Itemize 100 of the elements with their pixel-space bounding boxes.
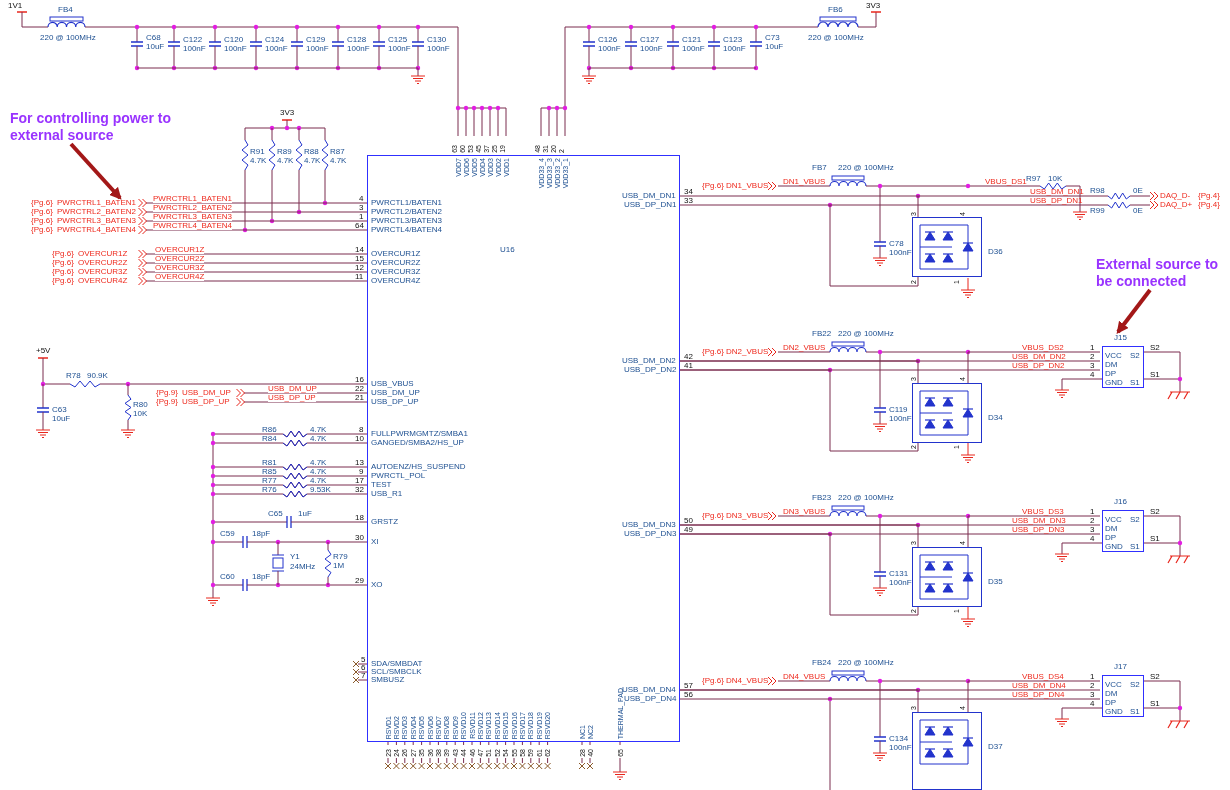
pin-name: USB_DP_DN3 <box>624 530 677 538</box>
component-label: C59 <box>220 530 235 538</box>
wire <box>145 211 368 213</box>
component-label: C65 <box>268 510 283 518</box>
net-label: PWRCTRL4_BATEN4 <box>57 226 136 234</box>
component-label: 100nF <box>682 45 705 53</box>
component-label: C127 <box>640 36 660 44</box>
net-label: {Pg.4} <box>1198 201 1220 209</box>
power-net-label: 1V1 <box>8 2 23 10</box>
pin-number: 21 <box>355 394 364 402</box>
pin-name: PWRCTL3/BATEN3 <box>371 217 442 225</box>
component-label: 90.9K <box>87 372 108 380</box>
component-label: FB22 <box>812 330 832 338</box>
component-label: C125 <box>388 36 408 44</box>
wire <box>145 271 368 273</box>
power-net-label: S2 <box>1150 507 1160 516</box>
wire <box>679 369 919 452</box>
page-reference: {Pg.6} <box>52 250 74 258</box>
pin-name: XI <box>371 538 379 546</box>
edge-label: OVERCUR2Z <box>155 254 205 263</box>
wire <box>967 351 1101 384</box>
pin-name: GND <box>1105 708 1123 716</box>
pin-number: 1 <box>1090 343 1095 352</box>
pin-number: 4 <box>1090 370 1095 379</box>
pin-name: OVERCUR1Z <box>371 250 421 258</box>
pin-name: USB_DP_DN2 <box>624 366 677 374</box>
component-label: 10K <box>133 410 148 418</box>
page-reference: {Pg.6} <box>52 259 74 267</box>
edge-label: USB_DP_UP <box>268 393 316 402</box>
pin-name: XO <box>371 581 383 589</box>
pin-number: 33 <box>684 196 693 205</box>
pin-name: FULLPWRMGMTZ/SMBA1 <box>371 430 468 438</box>
pin-name: USB_DP_UP <box>371 398 419 406</box>
pin-name: USB_DM_UP <box>371 389 420 397</box>
component-label: R76 <box>262 486 277 494</box>
pin-name: OVERCUR4Z <box>371 277 421 285</box>
pin-number: 1 <box>359 213 364 221</box>
pin-name: USB_DM_DN3 <box>622 521 676 529</box>
net-label: DN3_VBUS <box>726 512 769 520</box>
pin-name: DM <box>1105 690 1118 698</box>
component-label: 9.53K <box>310 486 331 494</box>
pin-name: AUTOENZ/HS_SUSPEND <box>371 463 466 471</box>
pin-name: GND <box>1105 543 1123 551</box>
pin-name: DM <box>1105 361 1118 369</box>
component-label: 4.7K <box>310 459 327 467</box>
wire <box>679 689 919 713</box>
pin-number: 1 <box>1090 507 1095 516</box>
component-label: 100nF <box>388 45 411 53</box>
pin-name: SDA/SMBDAT <box>371 660 423 668</box>
wire <box>967 515 1101 548</box>
component-label: 100nF <box>183 45 206 53</box>
component-label: R81 <box>262 459 277 467</box>
power-net-label: +5V <box>36 347 51 355</box>
component-label: 100nF <box>306 45 329 53</box>
component-label: 4.7K <box>310 468 327 476</box>
wire <box>145 202 368 204</box>
pin-number: 4 <box>359 195 364 203</box>
pin-number: 2 <box>1090 352 1095 361</box>
wire <box>243 401 368 403</box>
component-label: R98 <box>1090 186 1105 195</box>
component-label: 18pF <box>252 573 271 581</box>
component-label: C129 <box>306 36 326 44</box>
pin-name: USB_VBUS <box>371 380 414 388</box>
pin-number: 12 <box>355 264 364 272</box>
component-label: 220 @ 100MHz <box>838 164 894 172</box>
component-label: 4.7K <box>310 435 327 443</box>
pin-number: 49 <box>684 525 693 534</box>
pin-name: VCC <box>1105 681 1122 689</box>
page-reference: {Pg.6} <box>52 277 74 285</box>
pin-name: OVERCUR3Z <box>371 268 421 276</box>
net-label: USB_DP_DN3 <box>1012 525 1065 534</box>
wire <box>679 360 919 384</box>
pin-name: PWRCTL1/BATEN1 <box>371 199 442 207</box>
edge-label: PWRCTRL3_BATEN3 <box>153 212 232 221</box>
component-label: 24MHz <box>290 563 316 571</box>
net-label: OVERCUR2Z <box>78 259 128 267</box>
component-label: 220 @ 100MHz <box>838 330 894 338</box>
edge-label: PWRCTRL1_BATEN1 <box>153 194 232 203</box>
page-reference: {Pg.6} <box>31 226 53 234</box>
component-label: R87 <box>330 148 345 156</box>
net-label: {Pg.6} <box>702 348 724 356</box>
pin-name: USB_DM_DN4 <box>622 686 676 694</box>
component-label: R89 <box>277 148 292 156</box>
wire <box>679 204 919 287</box>
arrow <box>1116 288 1152 334</box>
pin-number: 3 <box>359 204 364 212</box>
net-label: USB_DP_DN4 <box>1012 690 1065 699</box>
wire <box>967 680 1101 713</box>
component-label: C124 <box>265 36 285 44</box>
annotation-text: For controlling power to external source <box>10 110 185 144</box>
net-label: OVERCUR1Z <box>78 250 128 258</box>
pin-name: S1 <box>1130 708 1140 716</box>
component-label: D36 <box>988 248 1003 256</box>
pin-name: S2 <box>1130 352 1140 360</box>
pin-name: SCL/SMBCLK <box>371 668 422 676</box>
pin-number: 41 <box>684 361 693 370</box>
component-label: 10K <box>1048 175 1063 183</box>
page-reference: {Pg.6} <box>31 199 53 207</box>
edge-label: USB_DM_UP <box>268 384 317 393</box>
wire <box>145 229 368 231</box>
